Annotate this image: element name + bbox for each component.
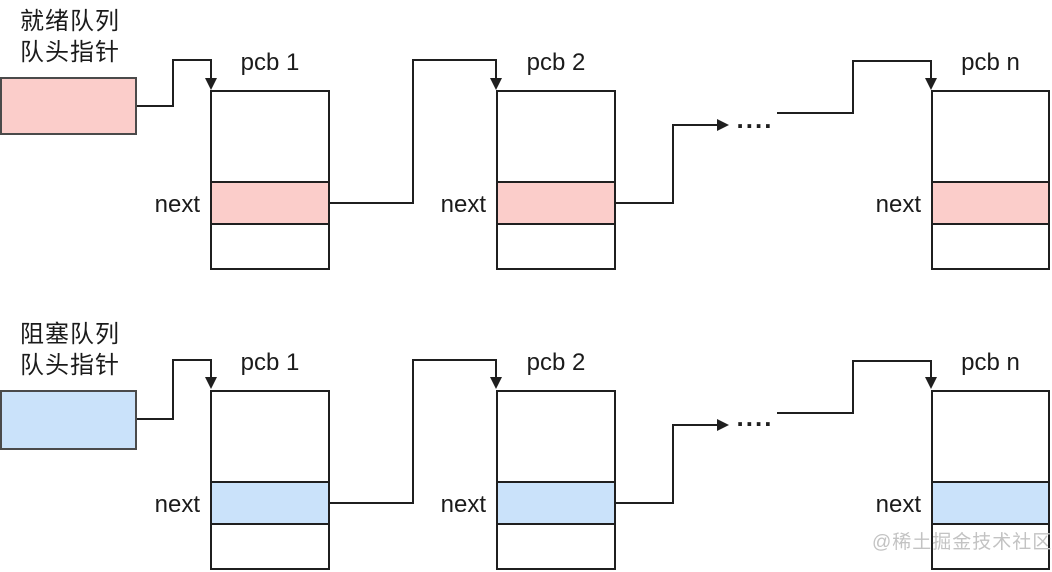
ready-queue-title-line2: 队头指针 <box>20 39 120 66</box>
ready-queue-title: 就绪队列 队头指针 <box>20 6 120 68</box>
blocked-pcbn-next-pointer-field <box>933 481 1048 525</box>
arrowhead-right <box>717 119 729 131</box>
ready-pcb1-box <box>210 90 330 270</box>
ready-pcb2-next-label: next <box>440 191 486 218</box>
blocked-pcbn-box <box>931 390 1050 570</box>
wire <box>137 359 212 420</box>
wire <box>616 124 719 204</box>
blocked-queue-title-line1: 阻塞队列 <box>20 321 120 348</box>
blocked-connector-head-to-pcb1 <box>137 359 217 420</box>
wire <box>137 59 212 107</box>
ready-pcb2-next-pointer-field <box>498 181 614 225</box>
blocked-pcb1-box <box>210 390 330 570</box>
blocked-pcb2-next-pointer-field <box>498 481 614 525</box>
ready-ellipsis-dots: .... <box>736 104 774 134</box>
arrowhead-down <box>925 78 937 90</box>
blocked-pcb1-label: pcb 1 <box>240 349 300 376</box>
blocked-pcbn-label: pcb n <box>961 349 1020 376</box>
ready-pcb1-label: pcb 1 <box>240 49 300 76</box>
arrowhead-down <box>205 78 217 90</box>
blocked-pcbn-next-label: next <box>875 491 921 518</box>
watermark: @稀土掘金技术社区 <box>872 532 1052 553</box>
ready-pcb1-next-label: next <box>154 191 200 218</box>
blocked-pcb2-label: pcb 2 <box>526 349 586 376</box>
wire <box>777 360 932 414</box>
blocked-pcb2-box <box>496 390 616 570</box>
blocked-connector-pcb1-to-pcb2 <box>330 359 502 504</box>
ready-pcb2-box <box>496 90 616 270</box>
arrowhead-down <box>490 78 502 90</box>
blocked-queue-title-line2: 队头指针 <box>20 352 120 379</box>
wire <box>330 59 497 204</box>
blocked-queue-title: 阻塞队列 队头指针 <box>20 319 120 381</box>
arrowhead-right <box>717 419 729 431</box>
blocked-connector-dots-to-pcbn <box>777 360 937 414</box>
wire <box>330 359 497 504</box>
arrowhead-down <box>925 377 937 389</box>
blocked-queue-head-pointer-box <box>0 390 137 450</box>
ready-queue-title-line1: 就绪队列 <box>20 8 120 35</box>
ready-pcbn-label: pcb n <box>961 49 1020 76</box>
ready-pcb1-next-pointer-field <box>212 181 328 225</box>
ready-pcbn-box <box>931 90 1050 270</box>
wire <box>777 60 932 114</box>
ready-connector-pcb1-to-pcb2 <box>330 59 502 204</box>
blocked-ellipsis-dots: .... <box>736 402 774 432</box>
ready-connector-dots-to-pcbn <box>777 60 937 114</box>
ready-pcbn-next-pointer-field <box>933 181 1048 225</box>
wire <box>616 424 719 504</box>
ready-pcb2-label: pcb 2 <box>526 49 586 76</box>
arrowhead-down <box>490 377 502 389</box>
blocked-pcb1-next-label: next <box>154 491 200 518</box>
ready-connector-pcb2-to-dots <box>616 119 729 204</box>
ready-connector-head-to-pcb1 <box>137 59 217 107</box>
blocked-pcb1-next-pointer-field <box>212 481 328 525</box>
blocked-pcb2-next-label: next <box>440 491 486 518</box>
ready-queue-head-pointer-box <box>0 77 137 135</box>
blocked-connector-pcb2-to-dots <box>616 419 729 504</box>
ready-pcbn-next-label: next <box>875 191 921 218</box>
arrowhead-down <box>205 377 217 389</box>
